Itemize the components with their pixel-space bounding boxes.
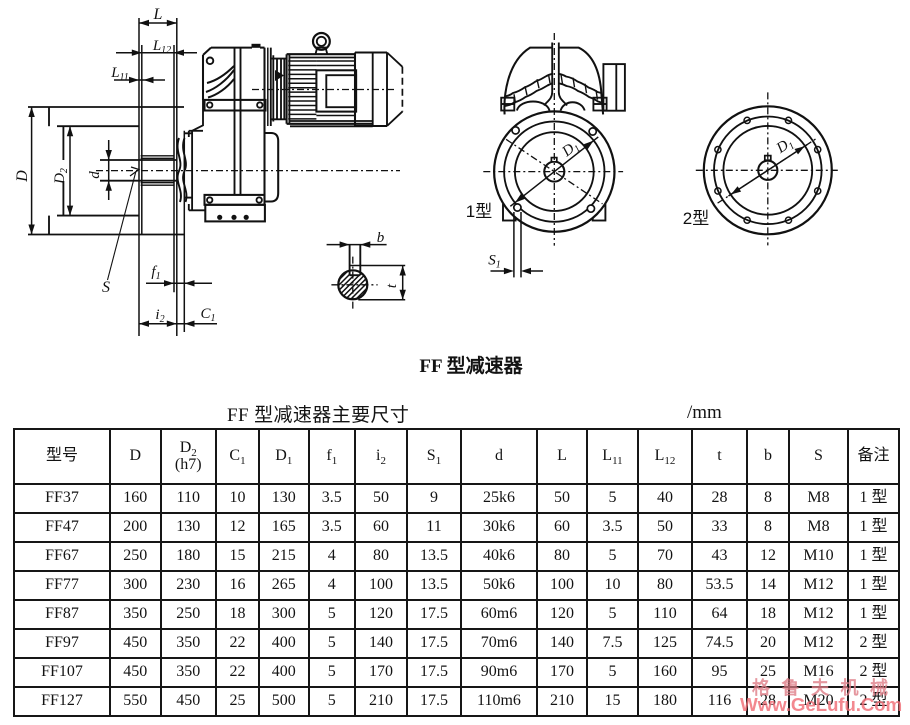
svg-text:i2: i2 bbox=[155, 307, 164, 325]
svg-text:f1: f1 bbox=[151, 264, 160, 282]
svg-text:d: d bbox=[87, 171, 103, 179]
svg-text:1型: 1型 bbox=[466, 202, 492, 221]
svg-text:D: D bbox=[14, 170, 31, 183]
svg-text:b: b bbox=[377, 230, 385, 246]
svg-text:D1: D1 bbox=[773, 135, 797, 159]
svg-text:L: L bbox=[153, 6, 163, 23]
svg-text:D2: D2 bbox=[52, 168, 70, 185]
svg-text:S1: S1 bbox=[488, 253, 501, 271]
svg-text:S: S bbox=[102, 279, 110, 296]
svg-text:C1: C1 bbox=[200, 306, 215, 324]
svg-text:t: t bbox=[384, 283, 400, 288]
svg-text:2型: 2型 bbox=[683, 209, 709, 228]
